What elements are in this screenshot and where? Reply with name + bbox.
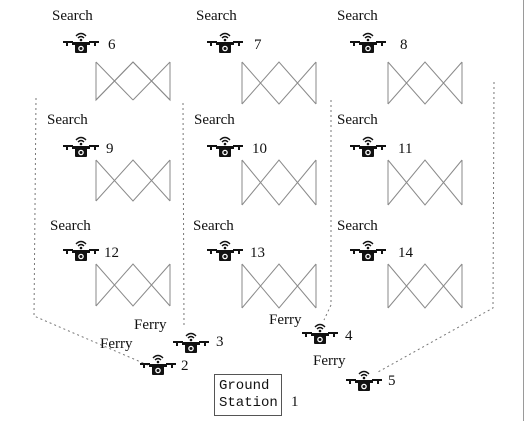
ferry-label: Ferry (100, 336, 133, 352)
drone-icon (61, 30, 101, 54)
link-boundary-center-left (182, 102, 185, 329)
drone-id: 11 (398, 141, 413, 157)
drone-icon (61, 134, 101, 158)
search-label: Search (194, 112, 235, 128)
ferry-label: Ferry (313, 353, 346, 369)
search-zone-10 (241, 159, 317, 206)
search-zone-9 (95, 159, 171, 202)
search-zone-7 (241, 61, 317, 105)
search-zone-11 (387, 159, 463, 206)
drone-icon (348, 30, 388, 54)
drone-id: 2 (181, 358, 189, 374)
search-label: Search (50, 218, 91, 234)
search-zone-6 (95, 61, 171, 102)
drone-icon (138, 352, 178, 376)
ground-station-line1: Ground (219, 378, 270, 394)
drone-id: 9 (106, 141, 114, 157)
ferry-label: Ferry (269, 312, 302, 328)
drone-icon (300, 321, 340, 345)
search-label: Search (196, 8, 237, 24)
drone-id: 8 (400, 37, 408, 53)
drone-icon (205, 30, 245, 54)
search-zone-12 (95, 263, 171, 307)
drone-icon (348, 238, 388, 262)
ground-station-box: Ground Station (214, 374, 282, 416)
drone-id: 4 (345, 328, 353, 344)
drone-id: 14 (398, 245, 413, 261)
search-zone-13 (241, 263, 317, 309)
drone-icon (171, 330, 211, 354)
drone-id: 10 (252, 141, 267, 157)
drone-icon (344, 368, 384, 392)
search-label: Search (337, 112, 378, 128)
ferry-label: Ferry (134, 317, 167, 333)
drone-icon (348, 134, 388, 158)
search-label: Search (47, 112, 88, 128)
ground-station-id: 1 (291, 394, 299, 410)
search-label: Search (193, 218, 234, 234)
ground-station-line2: Station (219, 395, 278, 411)
drone-id: 5 (388, 373, 396, 389)
link-boundary-right (377, 81, 495, 373)
link-boundary-center-right (323, 100, 332, 321)
drone-id: 6 (108, 37, 116, 53)
search-label: Search (337, 218, 378, 234)
drone-id: 7 (254, 37, 262, 53)
search-label: Search (337, 8, 378, 24)
drone-id: 13 (250, 245, 265, 261)
search-zone-14 (387, 263, 463, 309)
search-zone-6b (95, 61, 171, 101)
drone-icon (205, 134, 245, 158)
search-label: Search (52, 8, 93, 24)
search-zone-8 (387, 61, 463, 105)
drone-icon (61, 238, 101, 262)
drone-id: 3 (216, 334, 224, 350)
drone-id: 12 (104, 245, 119, 261)
drone-icon (205, 238, 245, 262)
